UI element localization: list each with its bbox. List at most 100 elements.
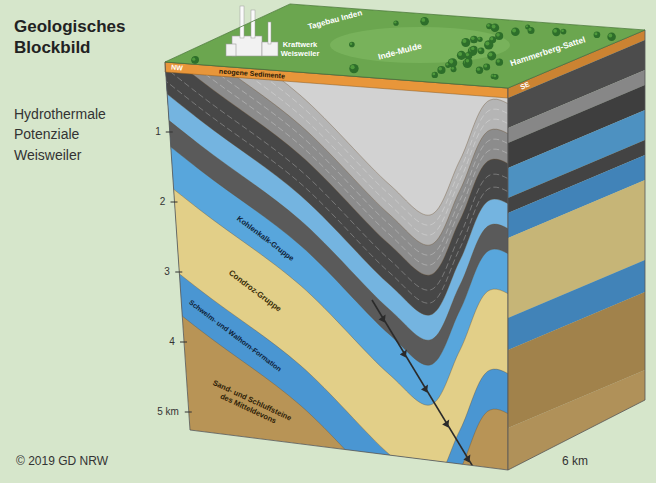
tree-highlight — [526, 25, 528, 27]
tree-highlight — [471, 37, 474, 40]
tree-highlight — [493, 75, 496, 78]
tree-highlight — [466, 53, 469, 56]
chimney — [240, 6, 244, 38]
tree — [470, 46, 477, 53]
tree-highlight — [432, 73, 435, 76]
tree — [457, 51, 466, 60]
top-outline — [165, 4, 645, 88]
plant-building — [232, 36, 262, 56]
tree-highlight — [492, 25, 496, 29]
tree-highlight — [471, 47, 474, 50]
tree-highlight — [462, 39, 466, 43]
depth-tick — [166, 132, 173, 133]
tree-highlight — [466, 59, 469, 62]
tree — [393, 21, 398, 26]
tree-highlight — [512, 29, 516, 33]
tree-highlight — [438, 67, 442, 71]
tree — [484, 40, 493, 49]
fault-tooth — [463, 455, 470, 463]
tree — [445, 62, 451, 68]
direction-label: NW — [171, 63, 183, 72]
depth-number: 1 — [155, 126, 161, 138]
tree — [191, 57, 198, 64]
tree — [192, 56, 199, 63]
depth-number: 2 — [160, 196, 166, 208]
tree — [594, 31, 601, 38]
tree — [349, 64, 358, 73]
tree — [478, 47, 485, 54]
tree-highlight — [446, 63, 449, 66]
tree-highlight — [421, 18, 425, 22]
depth-number: 3 — [164, 266, 170, 278]
tree — [420, 17, 429, 26]
tree — [432, 72, 438, 78]
tree — [470, 36, 478, 44]
tree — [493, 74, 499, 80]
depth-tick — [185, 412, 192, 413]
tree-highlight — [394, 21, 396, 23]
tree-highlight — [192, 58, 195, 61]
tree-highlight — [451, 67, 454, 70]
tree — [607, 32, 616, 41]
tree — [463, 59, 472, 68]
tree-highlight — [488, 52, 492, 56]
tree — [496, 58, 503, 65]
tree — [483, 63, 490, 70]
depth-number: 5 km — [157, 406, 179, 418]
tree-highlight — [496, 33, 500, 37]
tree-highlight — [485, 41, 489, 45]
tree — [349, 42, 355, 48]
fault-tooth — [400, 350, 407, 358]
copyright-note: © 2019 GD NRW — [16, 455, 108, 469]
fault-tooth — [442, 420, 449, 428]
tree — [511, 27, 520, 36]
tree-highlight — [484, 64, 487, 67]
tree-highlight — [553, 29, 557, 33]
tree-highlight — [528, 28, 531, 31]
rock-layer — [100, 0, 656, 483]
tree — [477, 37, 482, 42]
front-outline — [165, 62, 508, 470]
depth-number: 4 — [169, 336, 175, 348]
tree-highlight — [478, 37, 480, 39]
right-outline — [508, 30, 645, 470]
tree — [491, 24, 500, 33]
tree — [461, 38, 470, 47]
scale-label: 6 km — [562, 455, 588, 469]
tree — [528, 27, 535, 34]
tree-highlight — [479, 48, 482, 51]
fault-line — [372, 300, 478, 475]
right-face — [508, 30, 645, 483]
tree-highlight — [350, 42, 353, 45]
depth-tick — [180, 342, 187, 343]
tree — [552, 28, 560, 36]
tree — [495, 32, 503, 40]
diagram-title: Geologisches Blockbild — [14, 16, 154, 59]
rock-layer — [100, 0, 656, 483]
landscape — [165, 4, 645, 88]
front-face — [100, 0, 656, 483]
tree — [451, 66, 457, 72]
tree-highlight — [490, 37, 493, 40]
depth-tick — [175, 272, 182, 273]
top-face — [165, 4, 645, 88]
tree-highlight — [594, 32, 597, 35]
tree-highlight — [458, 52, 462, 56]
tree-highlight — [497, 59, 500, 62]
tree — [465, 58, 473, 66]
plant-building — [226, 44, 236, 56]
place-label: Kraftwerk Weisweiler — [276, 41, 324, 58]
diagram-caption: Hydrothermale Potenziale Weisweiler — [14, 104, 132, 165]
tree-highlight — [350, 65, 354, 69]
chimney — [251, 10, 255, 38]
side-shade — [508, 30, 645, 470]
tree — [487, 51, 496, 60]
fault-tooth — [421, 385, 428, 393]
tree-highlight — [608, 34, 612, 38]
tree — [476, 67, 483, 74]
tree — [437, 66, 445, 74]
tree — [561, 29, 567, 35]
chimney — [268, 22, 271, 44]
